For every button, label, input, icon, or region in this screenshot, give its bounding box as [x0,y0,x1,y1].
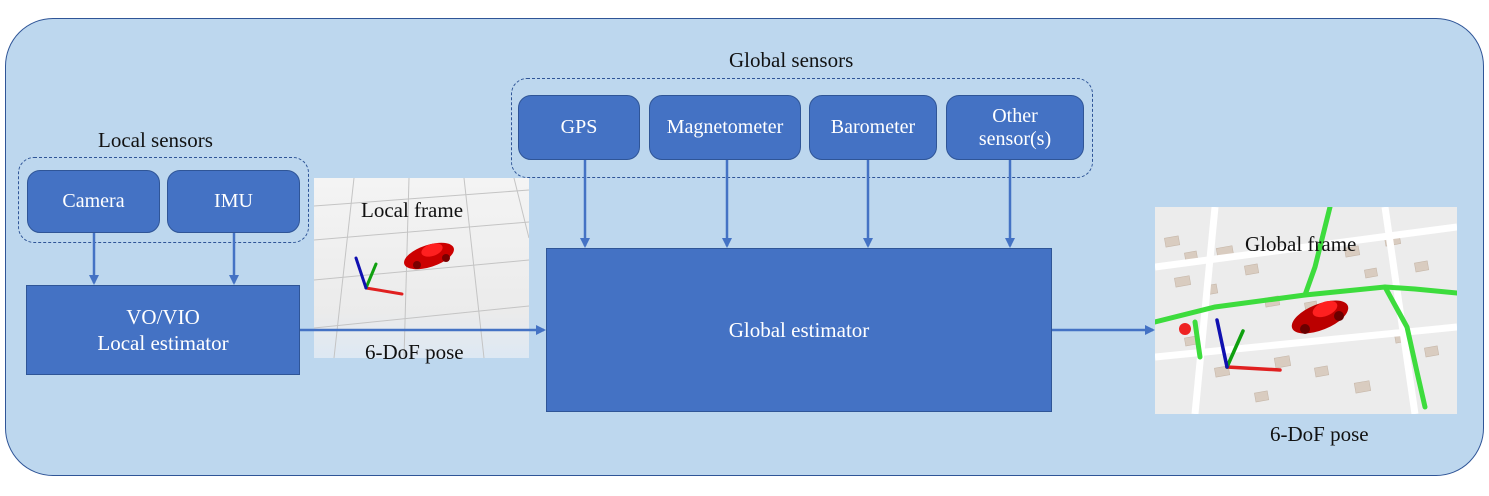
local-frame-view: Local frame [314,178,529,358]
local-estimator-box: VO/VIO Local estimator [26,285,300,375]
other-sensors-label: Other sensor(s) [978,104,1052,150]
global-axes-icon [1215,318,1282,372]
other-sensors: Other sensor(s) [946,95,1084,160]
gps-sensor: GPS [518,95,640,160]
local-sensors-title: Local sensors [98,128,213,152]
global-frame-map [1155,207,1457,414]
global-estimator-label: Global estimator [728,317,870,342]
magnetometer-sensor: Magnetometer [649,95,801,160]
car-icon [404,242,454,270]
camera-sensor: Camera [27,170,160,233]
local-sensors-group [18,157,309,243]
local-estimator-line2: Local estimator [97,331,229,355]
trajectory-path [1155,207,1457,410]
global-sensors-group [511,78,1093,178]
local-frame-scene [314,178,529,358]
local-pose-label: 6-DoF pose [365,340,464,364]
global-pose-label: 6-DoF pose [1270,422,1369,446]
barometer-sensor: Barometer [809,95,937,160]
global-frame-title: Global frame [1245,232,1357,256]
imu-sensor: IMU [167,170,300,233]
local-estimator-line1: VO/VIO [126,304,200,329]
global-frame-view: Global frame [1155,207,1457,414]
local-axes-icon [354,256,404,296]
global-sensors-title: Global sensors [729,48,854,72]
local-frame-title: Local frame [361,198,464,222]
start-marker-icon [1179,323,1191,335]
car-icon [1291,300,1349,334]
global-estimator-box: Global estimator [546,248,1052,412]
